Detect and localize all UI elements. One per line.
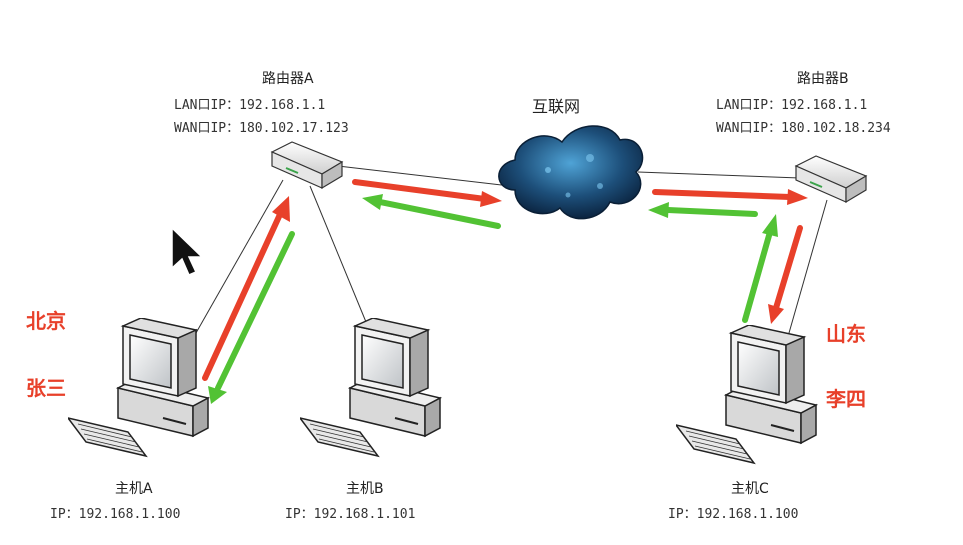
host-c xyxy=(676,325,817,464)
host-a xyxy=(68,318,209,457)
annotation-user-a: 张三 xyxy=(26,376,66,400)
cloud-icon xyxy=(498,125,644,220)
router-icon xyxy=(794,155,868,204)
link-internet-router-b xyxy=(637,171,801,179)
arrow-response-host-c xyxy=(768,225,803,324)
desktop-computer-icon xyxy=(676,325,817,464)
annotation-user-c: 李四 xyxy=(826,387,866,411)
arrow-response-router-a xyxy=(362,194,501,229)
router-a-wan-ip: WAN口IP：180.102.17.123 xyxy=(174,121,349,136)
router-a xyxy=(270,141,344,190)
host-b-ip: IP：192.168.1.101 xyxy=(285,507,416,522)
host-c-ip: IP：192.168.1.100 xyxy=(668,507,799,522)
mouse-pointer-icon xyxy=(171,226,204,276)
link-router-b-host-c xyxy=(786,199,828,341)
router-a-name: 路由器A xyxy=(262,71,314,87)
arrow-request-router-a xyxy=(352,179,502,207)
host-b-name: 主机B xyxy=(346,481,384,497)
link-router-a-internet xyxy=(337,165,511,187)
router-b-wan-ip: WAN口IP：180.102.18.234 xyxy=(716,121,891,136)
arrow-request-host-a xyxy=(202,196,290,381)
arrow-request-host-c xyxy=(742,214,778,323)
annotation-city-a: 北京 xyxy=(26,309,66,333)
router-a-lan-ip: LAN口IP：192.168.1.1 xyxy=(174,98,326,113)
annotation-city-c: 山东 xyxy=(826,322,866,346)
desktop-computer-icon xyxy=(68,318,209,457)
traffic-arrows xyxy=(202,179,808,404)
link-router-a-host-a xyxy=(191,179,284,341)
router-b-name: 路由器B xyxy=(797,71,849,87)
host-c-name: 主机C xyxy=(731,481,769,497)
internet-label: 互联网 xyxy=(532,97,581,116)
router-b xyxy=(794,155,868,204)
host-a-ip: IP：192.168.1.100 xyxy=(50,507,181,522)
router-icon xyxy=(270,141,344,190)
host-b xyxy=(300,318,441,457)
links xyxy=(191,165,828,341)
host-a-name: 主机A xyxy=(115,481,153,497)
router-b-lan-ip: LAN口IP：192.168.1.1 xyxy=(716,98,868,113)
arrow-response-internet xyxy=(648,202,758,218)
arrow-response-host-a xyxy=(208,231,295,404)
link-router-a-host-b xyxy=(309,185,367,323)
arrow-request-internet xyxy=(652,189,808,205)
desktop-computer-icon xyxy=(300,318,441,457)
